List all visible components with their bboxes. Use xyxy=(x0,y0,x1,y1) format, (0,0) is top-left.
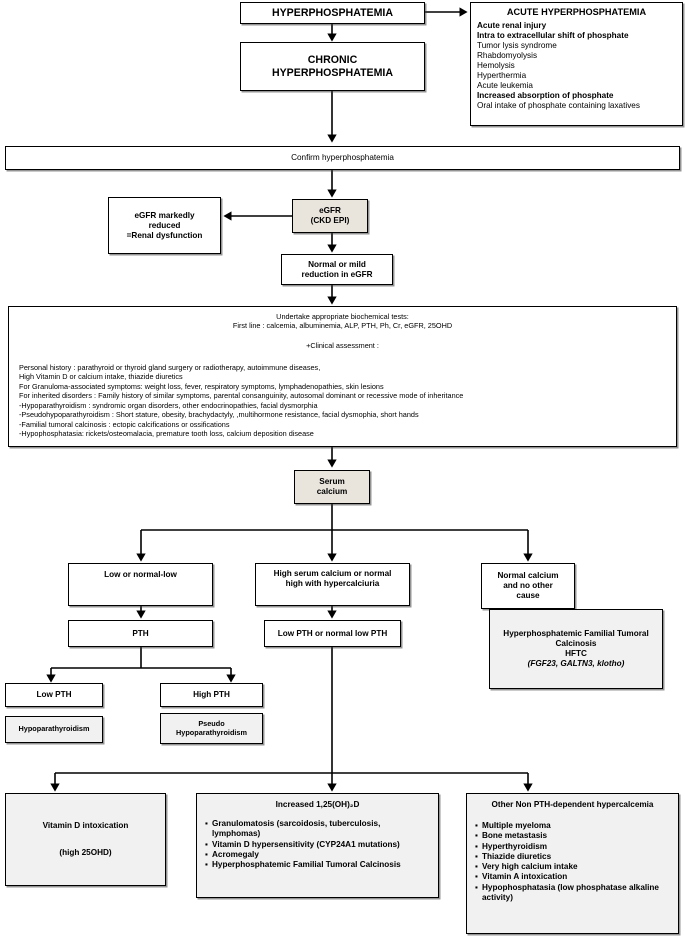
node-normal-mild-egfr[interactable]: Normal or mild reduction in eGFR xyxy=(281,254,393,285)
tests-detail-list: Personal history : parathyroid or thyroi… xyxy=(19,363,666,439)
panel-increased-calcitriol[interactable]: Increased 1,25(OH)₂D Granulomatosis (sar… xyxy=(196,793,439,898)
tests-detail-line: Personal history : parathyroid or thyroi… xyxy=(19,362,321,372)
node-egfr-line1: eGFR xyxy=(319,206,341,215)
list-item: Granulomatosis (sarcoidosis, tuberculosi… xyxy=(205,819,430,840)
list-item: Vitamin D hypersensitivity (CYP24A1 muta… xyxy=(205,840,430,851)
node-confirm-hyperphosphatemia[interactable]: Confirm hyperphosphatemia xyxy=(5,146,680,170)
node-serum-calcium[interactable]: Serum calcium xyxy=(294,470,370,504)
acute-item: Oral intake of phosphate containing laxa… xyxy=(477,101,640,111)
tests-header-line2: First line : calcemia, albuminemia, ALP,… xyxy=(232,320,453,330)
panel-hftc[interactable]: Hyperphosphatemic Familial Tumoral Calci… xyxy=(489,609,663,689)
acute-item: Intra to extracellular shift of phosphat… xyxy=(477,31,629,41)
tests-detail-line: -Hypophosphatasia: rickets/osteomalacia,… xyxy=(19,429,314,439)
node-egfr[interactable]: eGFR (CKD EPI) xyxy=(292,199,368,233)
node-high-serum-line2: high with hypercalciuria xyxy=(285,579,380,588)
node-confirm-label: Confirm hyperphosphatemia xyxy=(291,153,394,162)
node-pseudo-hypoparathyroidism[interactable]: Pseudo Hypoparathyroidism xyxy=(160,713,263,744)
tests-detail-line: For Granuloma-associated symptoms: weigh… xyxy=(19,381,384,391)
hftc-genes: (FGF23, GALTN3, klotho) xyxy=(527,659,625,668)
acute-item: Tumor lysis syndrome xyxy=(477,41,557,51)
panel-biochemical-tests[interactable]: Undertake appropriate biochemical tests:… xyxy=(8,306,677,447)
node-normal-ca-line2: and no other xyxy=(503,581,553,590)
panel-other-non-pth-hypercalcemia[interactable]: Other Non PTH-dependent hypercalcemia Mu… xyxy=(466,793,679,934)
node-pth-label: PTH xyxy=(132,628,149,638)
list-item: Hypophosphatasia (low phosphatase alkali… xyxy=(475,883,670,904)
list-item: Hyperthyroidism xyxy=(475,842,670,853)
node-chronic-line2: HYPERPHOSPHATEMIA xyxy=(271,66,394,79)
acute-item: Increased absorption of phosphate xyxy=(477,91,614,101)
node-low-pth-or-normal-label: Low PTH or normal low PTH xyxy=(277,628,388,638)
node-pth[interactable]: PTH xyxy=(68,620,213,647)
increased-list: Granulomatosis (sarcoidosis, tuberculosi… xyxy=(205,819,430,871)
panel-acute-hyperphosphatemia[interactable]: ACUTE HYPERPHOSPHATEMIA Acute renal inju… xyxy=(470,2,683,126)
list-item: Hyperphosphatemic Familial Tumoral Calci… xyxy=(205,860,430,871)
hftc-line3: HFTC xyxy=(565,649,587,658)
list-item: Very high calcium intake xyxy=(475,862,670,873)
node-egfr-reduced-line3: =Renal dysfunction xyxy=(126,230,203,240)
tests-detail-line: High Vitamin D or calcium intake, thiazi… xyxy=(19,372,183,382)
acute-item: Acute renal injury xyxy=(477,21,547,31)
node-serum-calcium-line1: Serum xyxy=(319,477,345,486)
node-normal-egfr-line1: Normal or mild xyxy=(308,259,366,269)
acute-item: Rhabdomyolysis xyxy=(477,51,538,61)
node-normal-egfr-line2: reduction in eGFR xyxy=(301,269,373,279)
vitd-line2: (high 25OHD) xyxy=(59,848,112,857)
node-chronic-line1: CHRONIC xyxy=(307,53,358,66)
node-serum-calcium-line2: calcium xyxy=(316,487,348,496)
node-hypoparathyroidism[interactable]: Hypoparathyroidism xyxy=(5,716,103,743)
node-hyperphosphatemia[interactable]: HYPERPHOSPHATEMIA xyxy=(240,2,425,24)
panel-acute-title: ACUTE HYPERPHOSPHATEMIA xyxy=(506,7,647,17)
increased-title: Increased 1,25(OH)₂D xyxy=(275,800,360,809)
node-egfr-reduced-line1: eGFR markedly xyxy=(134,210,195,220)
other-list: Multiple myelomaBone metastasisHyperthyr… xyxy=(475,821,670,903)
node-normal-ca-line3: cause xyxy=(516,591,540,600)
list-item: Bone metastasis xyxy=(475,831,670,842)
node-hypoparathyroidism-label: Hypoparathyroidism xyxy=(18,724,90,734)
hftc-line1: Hyperphosphatemic Familial Tumoral xyxy=(503,629,649,638)
vitd-line1: Vitamin D intoxication xyxy=(42,821,129,830)
list-item: Acromegaly xyxy=(205,850,430,861)
node-high-serum-calcium[interactable]: High serum calcium or normal high with h… xyxy=(255,563,410,606)
node-normal-ca-line1: Normal calcium xyxy=(497,571,559,580)
hftc-line2: Calcinosis xyxy=(555,639,597,648)
node-low-pth-or-normal-low-pth[interactable]: Low PTH or normal low PTH xyxy=(264,620,401,647)
list-item: Vitamin A intoxication xyxy=(475,872,670,883)
list-item: Thiazide diuretics xyxy=(475,852,670,863)
tests-detail-line: -Pseudohypoparathyroidism : Short statur… xyxy=(19,410,419,420)
node-egfr-reduced-line2: reduced xyxy=(148,220,181,230)
tests-detail-line: -Hypoparathyroidism : syndromic organ di… xyxy=(19,400,318,410)
node-chronic-hyperphosphatemia[interactable]: CHRONIC HYPERPHOSPHATEMIA xyxy=(240,42,425,91)
node-low-normal-low-label: Low or normal-low xyxy=(104,570,177,579)
node-low-or-normal-low[interactable]: Low or normal-low xyxy=(68,563,213,606)
node-pseudo-line1: Pseudo xyxy=(198,718,225,728)
tests-clinical-assessment: +Clinical assessment : xyxy=(306,340,379,350)
acute-item: Hyperthermia xyxy=(477,71,527,81)
tests-header-line1: Undertake appropriate biochemical tests: xyxy=(276,312,409,321)
tests-detail-line: For inherited disorders : Family history… xyxy=(19,391,464,401)
node-hyperphosphatemia-label: HYPERPHOSPHATEMIA xyxy=(271,6,394,19)
list-item: Multiple myeloma xyxy=(475,821,670,832)
node-normal-calcium-no-other-cause[interactable]: Normal calcium and no other cause xyxy=(481,563,575,609)
node-high-pth-label: High PTH xyxy=(193,690,230,699)
node-egfr-line2: (CKD EPI) xyxy=(310,216,350,225)
node-low-pth-label: Low PTH xyxy=(36,690,72,699)
node-egfr-markedly-reduced[interactable]: eGFR markedly reduced =Renal dysfunction xyxy=(108,197,221,254)
panel-vitamin-d-intoxication[interactable]: Vitamin D intoxication (high 25OHD) xyxy=(5,793,166,886)
node-pseudo-line2: Hypoparathyroidism xyxy=(176,727,247,737)
node-low-pth[interactable]: Low PTH xyxy=(5,683,103,707)
tests-detail-line: -Familial tumoral calcinosis : ectopic c… xyxy=(19,419,230,429)
acute-item: Hemolysis xyxy=(477,61,515,71)
node-high-pth[interactable]: High PTH xyxy=(160,683,263,707)
acute-item: Acute leukemia xyxy=(477,81,533,91)
node-high-serum-line1: High serum calcium or normal xyxy=(273,569,392,578)
other-title: Other Non PTH-dependent hypercalcemia xyxy=(491,800,654,809)
